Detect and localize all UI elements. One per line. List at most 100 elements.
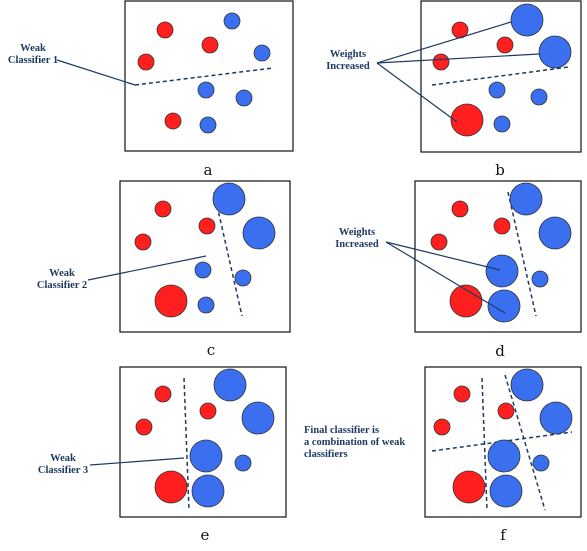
pointer-arrow	[376, 21, 512, 64]
red-point	[496, 36, 514, 54]
red-point	[198, 217, 216, 235]
blue-point	[532, 454, 550, 472]
blue-point-enlarged	[538, 35, 572, 69]
blue-point	[194, 261, 212, 279]
red-point-enlarged	[154, 284, 188, 318]
red-point	[201, 36, 219, 54]
panel-f: f	[424, 366, 582, 544]
decision-boundary-1	[134, 67, 274, 86]
red-point	[154, 200, 172, 218]
panel-frame	[420, 0, 582, 153]
red-point	[430, 233, 448, 251]
blue-point-enlarged	[242, 216, 276, 250]
pointer-arrow	[56, 59, 136, 86]
red-point	[497, 402, 515, 420]
panel-a: a	[124, 0, 294, 179]
blue-point-enlarged	[510, 3, 544, 37]
panel-frame	[424, 366, 582, 518]
pointer-arrow	[385, 241, 506, 314]
red-point	[137, 53, 155, 71]
blue-point-enlarged	[241, 401, 275, 435]
panel-d: d	[414, 180, 582, 360]
annotation-weak-classifier-1: Weak Classifier 1	[8, 43, 136, 86]
panel-label: c	[207, 341, 215, 359]
red-point-enlarged	[452, 470, 486, 504]
blue-point	[234, 269, 252, 287]
blue-point-enlarged	[213, 368, 247, 402]
annotation-text: Weak	[20, 43, 46, 54]
panel-e: e	[119, 366, 287, 544]
pointer-arrow	[87, 255, 207, 281]
red-point	[493, 217, 511, 235]
red-point	[199, 402, 217, 420]
annotation-text: Final classifier is	[304, 425, 379, 436]
panel-label: b	[495, 161, 505, 179]
annotation-text: Weak	[49, 268, 75, 279]
blue-point	[488, 81, 506, 99]
panel-frame	[119, 180, 291, 333]
blue-point	[234, 454, 252, 472]
panel-label: f	[500, 526, 507, 544]
red-point	[154, 385, 172, 403]
annotation-text: Classifier 3	[38, 465, 88, 476]
blue-point	[199, 116, 217, 134]
blue-point	[235, 89, 253, 107]
blue-point-enlarged	[509, 182, 543, 216]
blue-point	[253, 44, 271, 62]
annotation-weak-classifier-3: Weak Classifier 3	[38, 453, 185, 476]
decision-boundary-3	[183, 377, 190, 511]
annotation-text: Weights	[330, 49, 366, 60]
annotation-final-classifier: Final classifier is a combination of wea…	[304, 425, 405, 460]
annotation-text: Increased	[335, 239, 379, 250]
panel-b: b	[420, 0, 582, 179]
blue-point-enlarged	[538, 216, 572, 250]
red-point	[135, 418, 153, 436]
pointer-arrow	[385, 241, 501, 271]
annotation-text: Classifier 1	[8, 55, 58, 66]
blue-point	[197, 296, 215, 314]
blue-point	[530, 88, 548, 106]
blue-point-enlarged	[191, 474, 225, 508]
blue-point-enlarged	[489, 474, 523, 508]
pointer-arrow	[376, 53, 540, 64]
annotation-weights-increased-d: Weights Increased	[335, 227, 506, 314]
blue-point-enlarged	[485, 254, 519, 288]
decision-boundary-2	[213, 191, 243, 317]
red-point	[453, 385, 471, 403]
annotation-weights-increased-b: Weights Increased	[326, 21, 540, 123]
red-point	[164, 112, 182, 130]
blue-point-enlarged	[510, 368, 544, 402]
red-point	[432, 53, 450, 71]
panel-c: c	[119, 180, 291, 359]
panel-label: e	[201, 526, 210, 544]
panel-frame	[119, 366, 287, 518]
decision-boundary-2	[507, 191, 537, 317]
red-point-enlarged	[154, 470, 188, 504]
decision-boundary-3	[481, 377, 488, 511]
panel-frame	[124, 0, 294, 152]
blue-point	[493, 115, 511, 133]
blue-point	[197, 81, 215, 99]
red-point	[433, 418, 451, 436]
blue-point	[531, 270, 549, 288]
red-point	[134, 233, 152, 251]
red-point	[156, 21, 174, 39]
blue-point-enlarged	[487, 439, 521, 473]
pointer-arrow	[376, 62, 458, 123]
blue-point-enlarged	[539, 401, 573, 435]
blue-point-enlarged	[189, 439, 223, 473]
annotation-text: a combination of weak	[304, 437, 405, 448]
decision-boundary-2	[504, 374, 546, 511]
annotation-weak-classifier-2: Weak Classifier 2	[37, 255, 207, 291]
blue-point-enlarged	[487, 289, 521, 323]
annotation-text: Weak	[50, 453, 76, 464]
annotation-text: Weights	[339, 227, 375, 238]
pointer-arrow	[89, 457, 185, 466]
panel-frame	[414, 180, 582, 333]
red-point	[451, 200, 469, 218]
annotation-text: Increased	[326, 61, 370, 72]
panel-label: d	[495, 342, 505, 360]
blue-point	[223, 12, 241, 30]
panel-label: a	[204, 161, 213, 179]
